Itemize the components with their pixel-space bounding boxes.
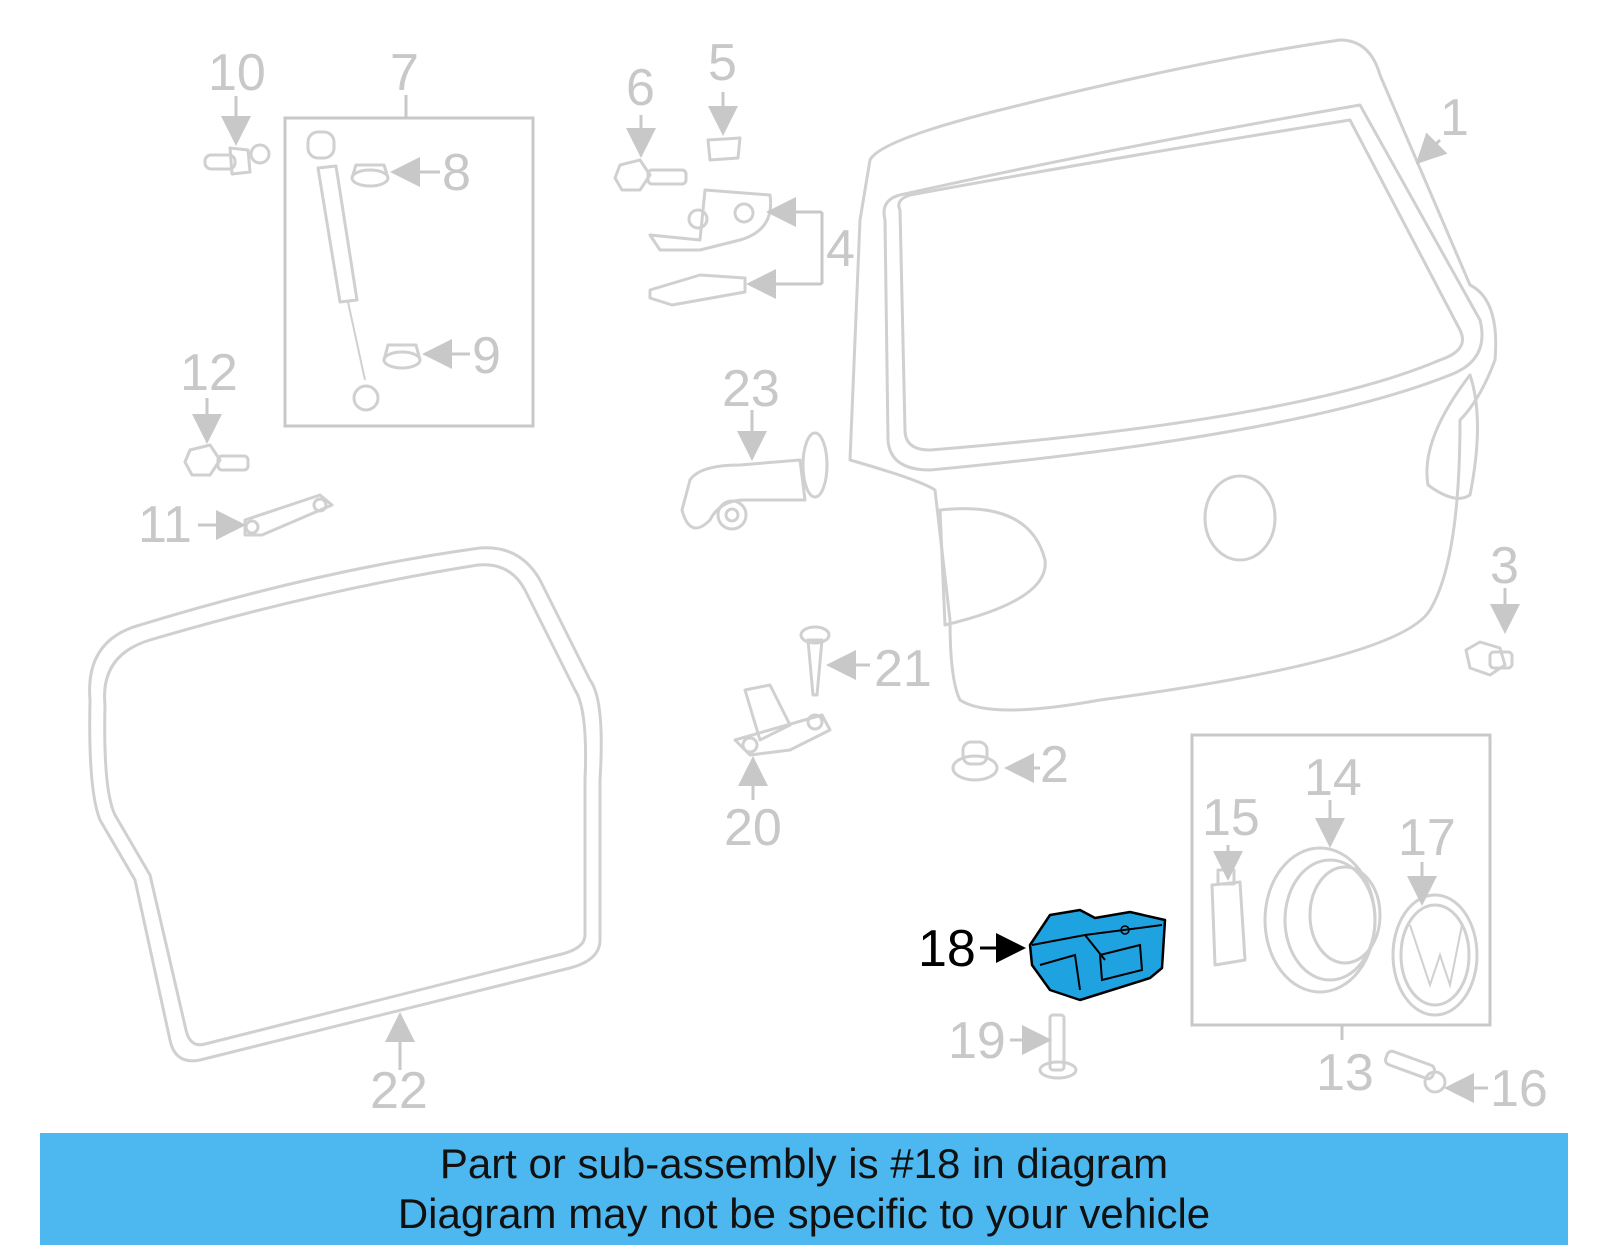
switch-part-15 — [1210, 868, 1247, 967]
grommet-part-23 — [680, 431, 829, 531]
hinge-part-4 — [648, 188, 773, 307]
weatherstrip-part-22 — [88, 546, 603, 1063]
callout-6[interactable]: 6 — [626, 59, 655, 117]
gas-strut-part — [306, 130, 380, 412]
bolt-part-19 — [1038, 1013, 1078, 1080]
callout-23[interactable]: 23 — [722, 360, 780, 418]
latch-part-18 — [1028, 908, 1167, 1002]
callout-2[interactable]: 2 — [1040, 736, 1069, 794]
callout-18[interactable]: 18 — [918, 920, 976, 978]
handle-part-14 — [1263, 846, 1382, 994]
bracket-part-11 — [243, 493, 334, 537]
emblem-part-17 — [1391, 893, 1479, 1017]
callout-17[interactable]: 17 — [1398, 809, 1456, 867]
bumper-part-2 — [951, 740, 999, 782]
callout-21[interactable]: 21 — [874, 640, 932, 698]
screw-part-16 — [1384, 1049, 1447, 1094]
nut-part-3 — [1464, 640, 1514, 677]
callout-8[interactable]: 8 — [442, 144, 471, 202]
screw-part-21 — [799, 625, 831, 697]
callout-10[interactable]: 10 — [208, 44, 266, 102]
parts-diagram: 1 2 3 4 5 6 7 — [88, 34, 1548, 1120]
callout-20[interactable]: 20 — [724, 799, 782, 857]
callout-4[interactable]: 4 — [826, 220, 855, 278]
clip-part-8 — [350, 163, 390, 188]
callout-19[interactable]: 19 — [948, 1012, 1006, 1070]
clip-part-9 — [382, 343, 422, 370]
callout-16[interactable]: 16 — [1490, 1060, 1548, 1118]
callout-3[interactable]: 3 — [1490, 537, 1519, 595]
ball-stud-part-10 — [203, 143, 271, 176]
callout-1[interactable]: 1 — [1440, 89, 1469, 147]
callout-5[interactable]: 5 — [708, 34, 737, 92]
callout-14[interactable]: 14 — [1304, 749, 1362, 807]
liftgate-part — [848, 38, 1498, 712]
clip-part-5 — [706, 136, 742, 162]
callout-15[interactable]: 15 — [1202, 789, 1260, 847]
callout-9[interactable]: 9 — [472, 327, 501, 385]
diagram-notice-banner: Part or sub-assembly is #18 in diagram D… — [40, 1133, 1568, 1245]
strut-group-box — [283, 116, 535, 428]
callout-22[interactable]: 22 — [370, 1062, 428, 1120]
callout-13[interactable]: 13 — [1316, 1044, 1374, 1102]
banner-line-1: Part or sub-assembly is #18 in diagram — [439, 1140, 1169, 1187]
callout-12[interactable]: 12 — [180, 344, 238, 402]
bolt-part-12 — [183, 443, 250, 477]
callout-11[interactable]: 11 — [138, 496, 192, 554]
striker-part-20 — [733, 683, 832, 757]
bolt-part-6 — [613, 158, 688, 192]
banner-line-2: Diagram may not be specific to your vehi… — [397, 1190, 1211, 1237]
callout-7[interactable]: 7 — [390, 44, 419, 102]
